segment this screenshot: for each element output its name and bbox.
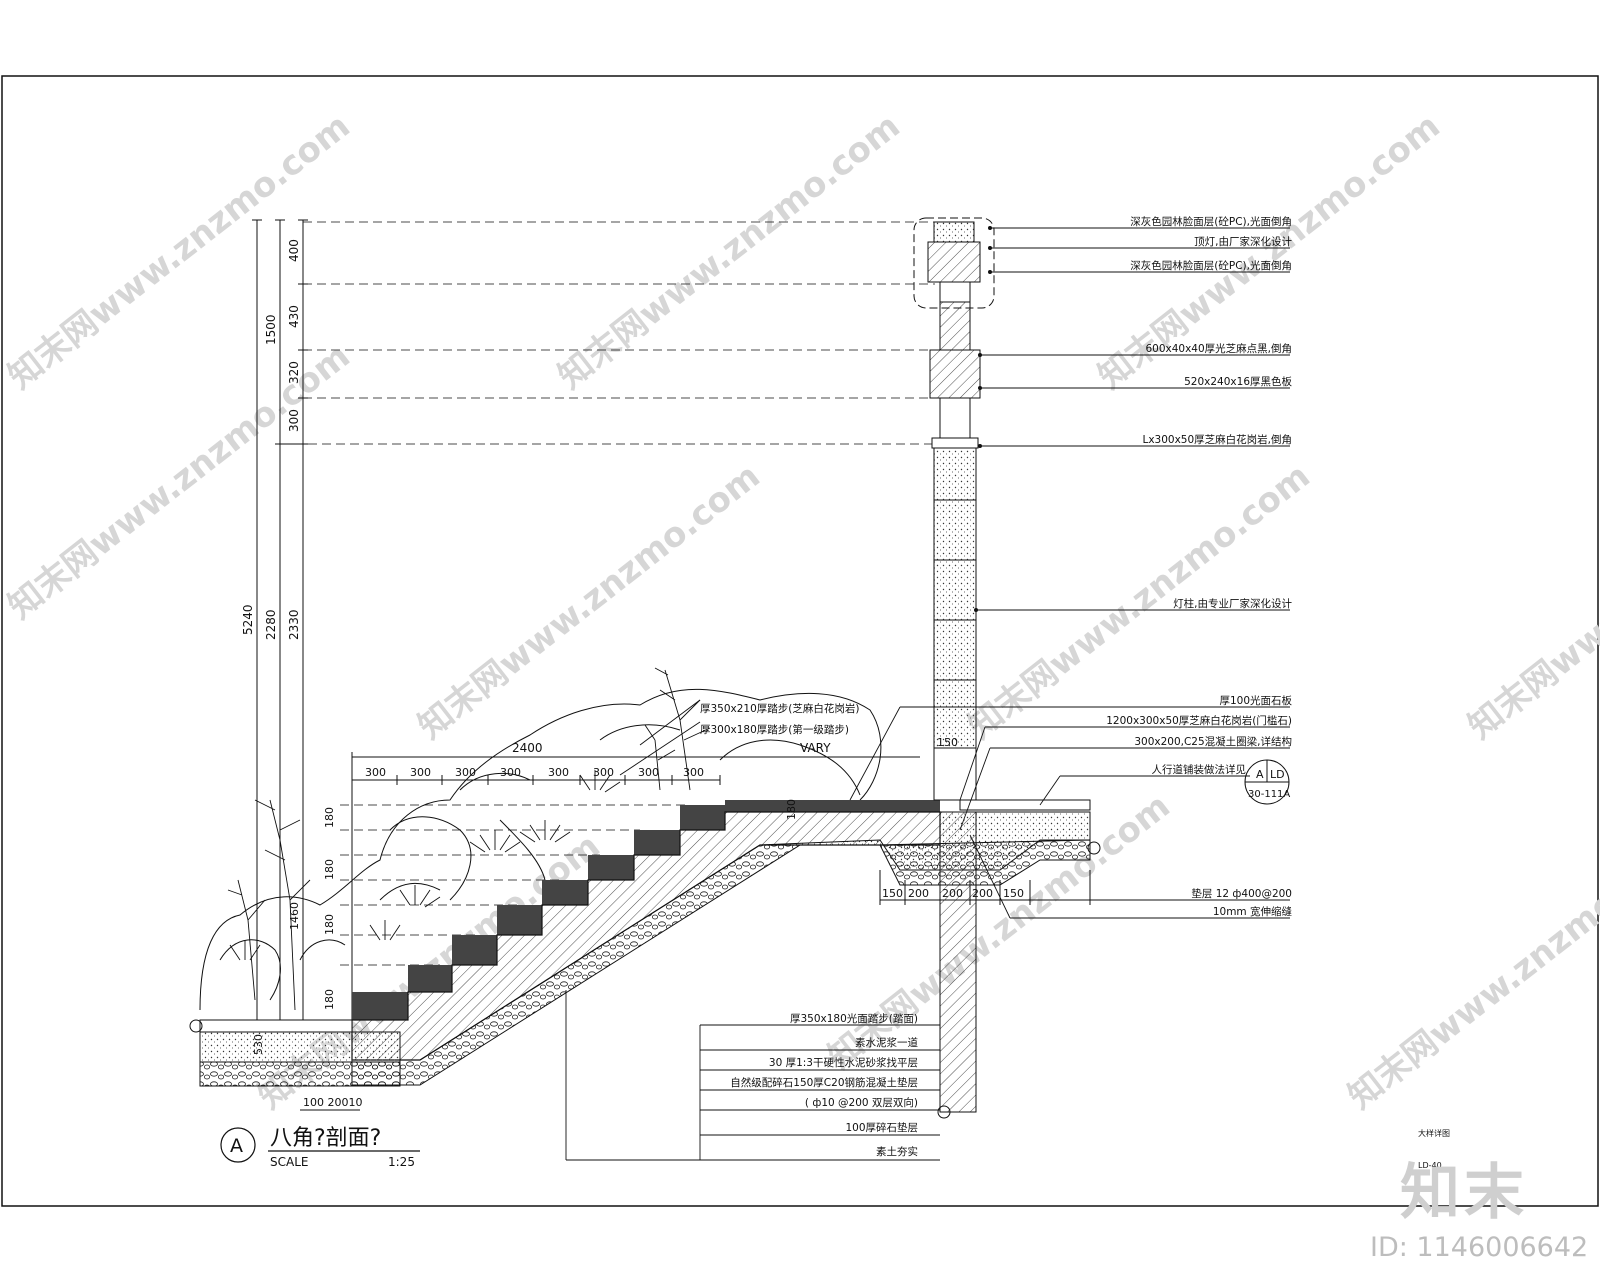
dim-430: 430 xyxy=(287,305,301,328)
watermark: 知末网www.znzmo.com xyxy=(1341,826,1600,1117)
callout-text: Lx300x50厚芝麻白花岗岩,倒角 xyxy=(1142,433,1292,446)
callout-text: 厚350x210厚踏步(芝麻白花岗岩) xyxy=(700,702,860,715)
dim-vary: VARY xyxy=(800,741,831,755)
dim-bottom-left: 100 20010 xyxy=(303,1096,363,1109)
dim-step: 180 xyxy=(323,989,336,1010)
callout-text: 厚300x180厚踏步(第一级踏步) xyxy=(700,723,849,736)
callout-text: 600x40x40厚光芝麻点黑,倒角 xyxy=(1145,342,1292,355)
dim-2330: 2330 xyxy=(287,609,301,640)
callout-text: 灯柱,由专业厂家深化设计 xyxy=(1173,597,1292,610)
pavement-gravel xyxy=(879,839,1091,886)
drawing-frame xyxy=(1,75,1599,1207)
svg-text:素水泥浆一道: 素水泥浆一道 xyxy=(855,1036,918,1049)
dim-step: 180 xyxy=(323,914,336,935)
watermark: 知末网www.znzmo.com xyxy=(1,336,358,627)
dim-300: 300 xyxy=(287,409,301,432)
scale-value: 1:25 xyxy=(388,1155,415,1169)
svg-text:A: A xyxy=(1256,768,1264,781)
legend-block xyxy=(565,990,940,1161)
dim-150: 150 xyxy=(937,736,958,749)
dim-300-top: 300 xyxy=(365,766,386,779)
dim-step: 180 xyxy=(323,807,336,828)
image-id: ID: 1146006642 xyxy=(1370,1232,1589,1263)
callout-text: 深灰色园林脸面层(砼PC),光面倒角 xyxy=(1130,259,1292,272)
title-letter: A xyxy=(230,1135,243,1157)
watermark: 知末网www.znzmo.com xyxy=(551,106,908,397)
callout-text: 10mm 宽伸缩缝 xyxy=(1213,905,1293,918)
svg-text:素土夯实: 素土夯实 xyxy=(876,1145,918,1158)
dim-1500: 1500 xyxy=(264,314,278,345)
title-text: 八角?剖面? xyxy=(270,1126,381,1151)
callout-texts: 深灰色园林脸面层(砼PC),光面倒角 顶灯,由厂家深化设计 深灰色园林脸面层(砼… xyxy=(700,215,1292,918)
stair-steps xyxy=(352,800,940,1020)
lamp-column xyxy=(913,217,995,1119)
ground-surface xyxy=(199,1019,353,1033)
svg-text:30-111A: 30-111A xyxy=(1248,789,1290,800)
callout-text: 520x240x16厚黑色板 xyxy=(1184,375,1292,388)
dim-bottom: 200 xyxy=(908,887,929,900)
dim-300-top: 300 xyxy=(455,766,476,779)
dim-300-top: 300 xyxy=(593,766,614,779)
watermark: 知末网www.znzmo.com xyxy=(1461,456,1600,747)
legend-texts: 厚350x180光面踏步(踏面) 素水泥浆一道 30 厚1:3干硬性水泥砂浆找平… xyxy=(730,1012,918,1158)
small-note: 大样详图 xyxy=(1418,1128,1450,1138)
callout-text: 深灰色园林脸面层(砼PC),光面倒角 xyxy=(1130,215,1292,228)
dim-bottom: 150 xyxy=(882,887,903,900)
dim-step: 180 xyxy=(323,859,336,880)
dim-bottom: 200 xyxy=(942,887,963,900)
scale-label: SCALE xyxy=(270,1155,308,1169)
pavement-top xyxy=(959,799,1091,811)
callout-text: 人行道铺装做法详见 xyxy=(1152,763,1247,776)
callout-dots xyxy=(974,226,992,612)
dim-2280: 2280 xyxy=(264,609,278,640)
dim-bottom: 200 xyxy=(972,887,993,900)
plants xyxy=(227,667,711,1011)
svg-text:100厚碎石垫层: 100厚碎石垫层 xyxy=(845,1121,918,1134)
ground-gravel xyxy=(199,1061,401,1087)
svg-text:自然级配碎石150厚C20钢筋混凝土垫层: 自然级配碎石150厚C20钢筋混凝土垫层 xyxy=(730,1076,918,1089)
svg-text:30 厚1:3干硬性水泥砂浆找平层: 30 厚1:3干硬性水泥砂浆找平层 xyxy=(769,1056,918,1069)
dim-300-top: 300 xyxy=(548,766,569,779)
dim-300-top: 300 xyxy=(638,766,659,779)
brand-logo: 知末 xyxy=(1400,1158,1528,1228)
dim-300-top: 300 xyxy=(410,766,431,779)
callout-text: 300x200,C25混凝土圈梁,详结构 xyxy=(1134,735,1292,748)
detail-reference-tag: A LD 30-111A xyxy=(1244,759,1290,805)
rockery xyxy=(199,688,882,1011)
callout-text: 垫层 12 ф400@200 xyxy=(1191,887,1292,900)
dim-400: 400 xyxy=(287,239,301,262)
drawing-title: A 八角?剖面? SCALE 1:25 xyxy=(220,1126,420,1169)
dim-320: 320 xyxy=(287,361,301,384)
dim-300-top: 300 xyxy=(500,766,521,779)
dim-5240: 5240 xyxy=(241,604,255,635)
ground-layer xyxy=(199,1031,401,1063)
dim-bottom: 150 xyxy=(1003,887,1024,900)
svg-text:LD: LD xyxy=(1270,768,1285,781)
svg-text:( ф10 @200 双层双向): ( ф10 @200 双层双向) xyxy=(805,1096,918,1109)
watermark: 知末网www.znzmo.com xyxy=(1,106,358,397)
svg-text:厚350x180光面踏步(踏面): 厚350x180光面踏步(踏面) xyxy=(790,1012,918,1025)
small-note-2: LD-40 xyxy=(1418,1161,1442,1170)
callout-leaders xyxy=(619,227,1290,919)
callout-text: 顶灯,由厂家深化设计 xyxy=(1194,235,1292,248)
dim-2400: 2400 xyxy=(512,741,543,755)
dim-150-step: 180 xyxy=(785,799,798,820)
callout-text: 厚100光面石板 xyxy=(1219,694,1292,707)
callout-text: 1200x300x50厚芝麻白花岗岩(门槛石) xyxy=(1106,714,1292,727)
dim-300-top: 300 xyxy=(683,766,704,779)
